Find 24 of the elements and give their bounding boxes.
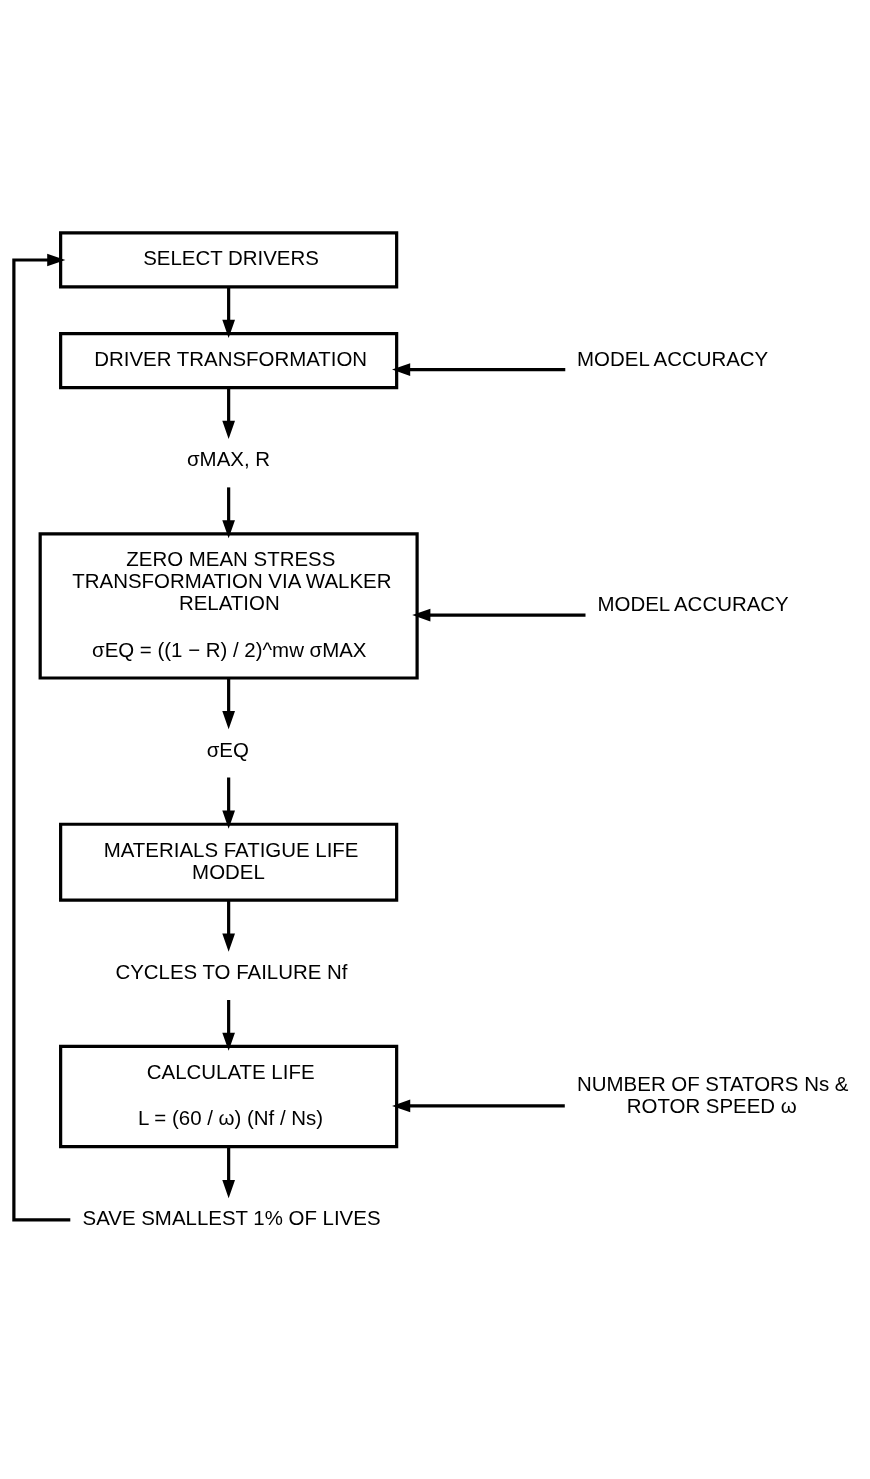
node-box: SELECT DRIVERS [59, 231, 399, 289]
node-text: SAVE SMALLEST 1% OF LIVES [82, 1206, 381, 1230]
arrow [222, 900, 235, 952]
arrow [392, 363, 566, 376]
arrow [392, 1099, 565, 1113]
arrow [222, 1000, 235, 1051]
arrow [222, 1146, 235, 1199]
node-text: MODEL ACCURACY [597, 592, 789, 616]
arrow [412, 608, 586, 622]
arrow [222, 678, 235, 730]
node-box: CALCULATE LIFE L = (60 / ω) (Nf / Ns) [59, 1044, 399, 1149]
arrow [222, 287, 235, 339]
node-text: σEQ [206, 737, 249, 761]
node-text: NUMBER OF STATORS Ns & ROTOR SPEED ω [577, 1072, 849, 1117]
node-text: σMAX, R [187, 447, 271, 471]
arrow [222, 388, 235, 439]
arrow [12, 253, 71, 1222]
node-text: CYCLES TO FAILURE Nf [115, 959, 348, 983]
arrow [222, 487, 235, 539]
node-box: ZERO MEAN STRESS TRANSFORMATION VIA WALKER RELATION σEQ = ((1 − R) / 2)^mw σMAX [38, 532, 419, 680]
node-box: DRIVER TRANSFORMATION [59, 332, 399, 390]
node-text: MODEL ACCURACY [577, 347, 769, 371]
node-box: MATERIALS FATIGUE LIFE MODEL [59, 822, 399, 902]
arrow [222, 777, 235, 829]
